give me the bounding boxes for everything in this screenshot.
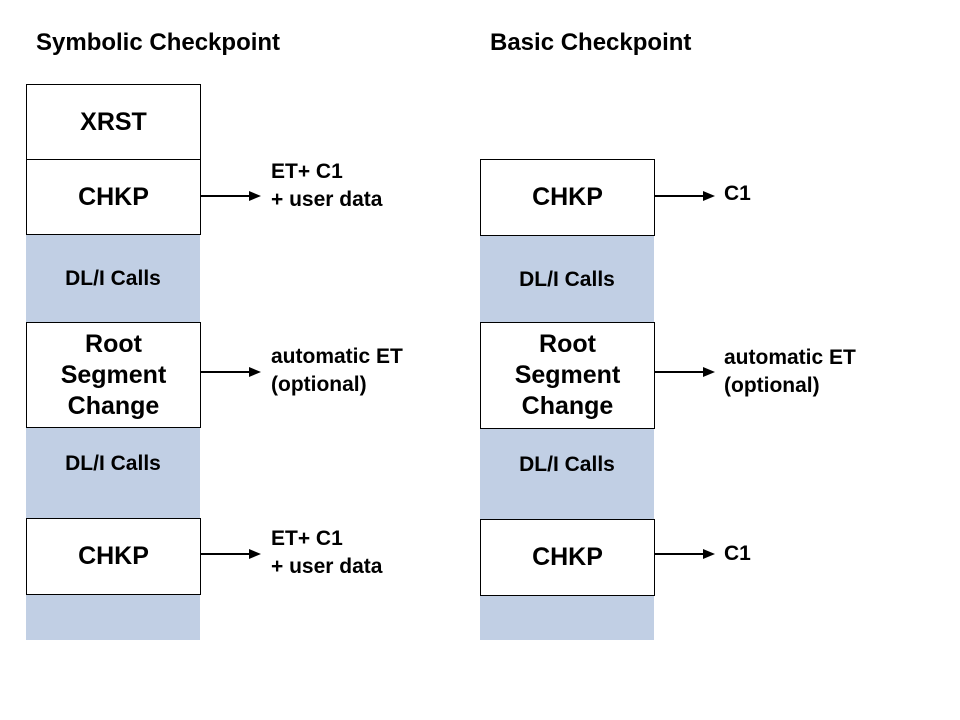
right-arrow-icon	[201, 190, 261, 202]
basic-note-chkp-top: C1	[724, 182, 751, 205]
basic-root-segment-change-box: Root Segment Change	[480, 322, 655, 429]
symbolic-chkp-top-box: CHKP	[26, 159, 201, 235]
symbolic-root-segment-change-box: Root Segment Change	[26, 322, 201, 428]
basic-chkp-bottom-box: CHKP	[480, 519, 655, 596]
symbolic-note-chkp-top: ET+ C1 + user data	[271, 160, 383, 211]
basic-dli-calls-1: DL/I Calls	[480, 236, 654, 324]
right-arrow-icon	[201, 366, 261, 378]
symbolic-note-chkp-bottom: ET+ C1 + user data	[271, 527, 383, 578]
right-arrow-icon	[655, 548, 715, 560]
basic-checkpoint-title: Basic Checkpoint	[490, 29, 692, 56]
symbolic-chkp-bottom-box: CHKP	[26, 518, 201, 595]
basic-dli-calls-2: DL/I Calls	[480, 429, 654, 501]
right-arrow-icon	[655, 366, 715, 378]
symbolic-dli-calls-2: DL/I Calls	[26, 428, 200, 500]
right-arrow-icon	[655, 190, 715, 202]
symbolic-note-root: automatic ET (optional)	[271, 345, 403, 396]
symbolic-xrst-box: XRST	[26, 84, 201, 160]
symbolic-dli-calls-1: DL/I Calls	[26, 235, 200, 323]
right-arrow-icon	[201, 548, 261, 560]
symbolic-checkpoint-title: Symbolic Checkpoint	[36, 29, 281, 56]
basic-note-root: automatic ET (optional)	[724, 346, 856, 397]
basic-chkp-top-box: CHKP	[480, 159, 655, 236]
basic-note-chkp-bottom: C1	[724, 542, 751, 565]
